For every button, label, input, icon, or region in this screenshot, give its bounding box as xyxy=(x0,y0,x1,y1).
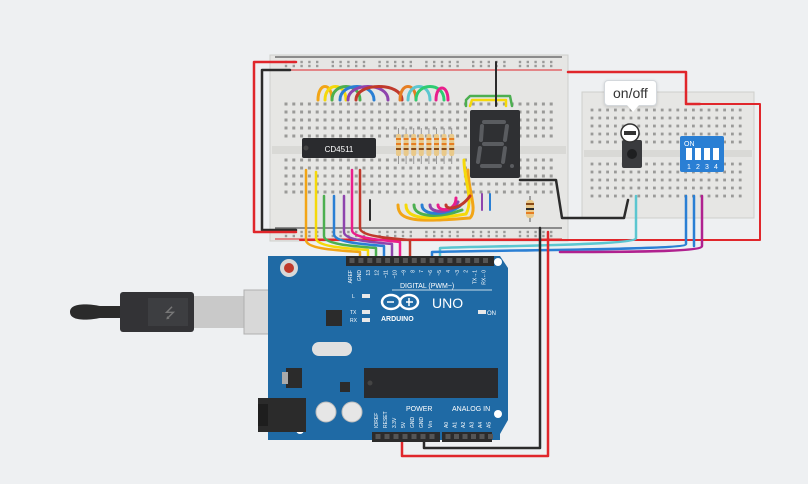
digital-pin-label: AREF xyxy=(348,270,354,283)
dip-num: 3 xyxy=(705,164,709,171)
analog-pin-label: A1 xyxy=(453,422,459,428)
regulator xyxy=(286,368,302,388)
pushbutton[interactable] xyxy=(620,123,642,168)
digital-pin-label: 4 xyxy=(446,270,452,273)
rx-label: RX xyxy=(350,318,358,324)
analog-pin-label: A2 xyxy=(461,422,467,428)
usb-icon: ⭍ xyxy=(164,305,176,321)
ic-chip[interactable]: CD4511 xyxy=(302,138,376,158)
power-label: POWER xyxy=(406,406,432,413)
crystal xyxy=(312,342,352,356)
power-pin-label: GND xyxy=(410,417,416,429)
tooltip-on-off: on/off xyxy=(604,80,657,112)
digital-pin-label: ~11 xyxy=(384,270,390,278)
wire-jumper xyxy=(414,85,446,102)
wire-jumper xyxy=(406,85,432,102)
usb-cable[interactable]: ⭍ xyxy=(70,289,303,335)
tx-label: TX xyxy=(350,310,357,316)
digital-pin-label: 7 xyxy=(419,270,425,273)
digital-pin-label: ~5 xyxy=(437,270,443,276)
resistor[interactable] xyxy=(411,134,417,156)
atmega-chip xyxy=(364,368,498,398)
dip-switch[interactable]: ON 1 2 3 4 xyxy=(680,136,724,172)
tx-led xyxy=(362,310,370,314)
wire-jumper xyxy=(434,86,450,102)
resistor[interactable] xyxy=(426,134,432,156)
resistor[interactable] xyxy=(434,134,439,156)
resistor[interactable] xyxy=(441,134,447,156)
l-led xyxy=(362,294,370,298)
wire-jumper xyxy=(330,85,362,102)
analog-label: ANALOG IN xyxy=(452,406,490,413)
resistor-array[interactable] xyxy=(396,128,455,164)
digital-pin-label: ~10 xyxy=(393,270,399,279)
capacitor xyxy=(315,401,337,423)
seven-segment-display[interactable] xyxy=(470,110,520,178)
digital-pin-label: 8 xyxy=(410,270,416,273)
digital-pin-label: GND xyxy=(357,270,363,282)
power-pin-label: IOREF xyxy=(374,413,380,428)
resistor[interactable] xyxy=(418,134,424,156)
power-pin-label: Vin xyxy=(428,421,434,428)
dip-num: 1 xyxy=(687,164,691,171)
resistor[interactable] xyxy=(526,196,534,222)
analog-pin-label: A5 xyxy=(487,422,493,428)
dip-on-label: ON xyxy=(684,141,695,148)
analog-pin-label: A3 xyxy=(470,422,476,428)
wire-jumper xyxy=(338,85,376,102)
power-pin-label: RESET xyxy=(383,411,389,428)
digital-pin-label: ~3 xyxy=(455,270,461,276)
digital-pin-label: RX←0 xyxy=(482,270,488,285)
dip-num: 2 xyxy=(696,164,700,171)
wires[interactable] xyxy=(252,60,761,458)
on-label: ON xyxy=(487,311,496,317)
capacitor xyxy=(341,401,363,423)
digital-pin-label: 12 xyxy=(375,270,381,276)
digital-pin-label: TX→1 xyxy=(473,270,479,284)
analog-pin-label: A0 xyxy=(444,422,450,428)
resistor[interactable] xyxy=(449,134,455,156)
digital-pin-label: 2 xyxy=(464,270,470,273)
digital-label: DIGITAL (PWM~) xyxy=(400,283,454,290)
small-breadboard[interactable] xyxy=(581,91,755,219)
uno-label: UNO xyxy=(432,295,463,311)
usb-chip xyxy=(326,310,342,326)
resistor[interactable] xyxy=(403,134,409,156)
l-label: L xyxy=(352,294,355,300)
power-pin-label: GND xyxy=(419,417,425,429)
digital-pin-label: 13 xyxy=(366,270,372,276)
resistor[interactable] xyxy=(396,134,401,156)
power-pin-label: 3.3V xyxy=(392,417,398,428)
rx-led xyxy=(362,318,370,322)
arduino-brand: ARDUINO xyxy=(381,316,414,323)
wire-jumper xyxy=(323,85,348,102)
digital-pin-label: ~6 xyxy=(428,270,434,276)
digital-pin-label: ~9 xyxy=(401,270,407,276)
arduino-logo xyxy=(380,293,420,311)
analog-pin-label: A4 xyxy=(478,422,484,428)
dip-num: 4 xyxy=(714,164,718,171)
ic-label: CD4511 xyxy=(325,145,354,154)
power-pin-label: 5V xyxy=(401,421,407,428)
on-led xyxy=(478,310,486,314)
